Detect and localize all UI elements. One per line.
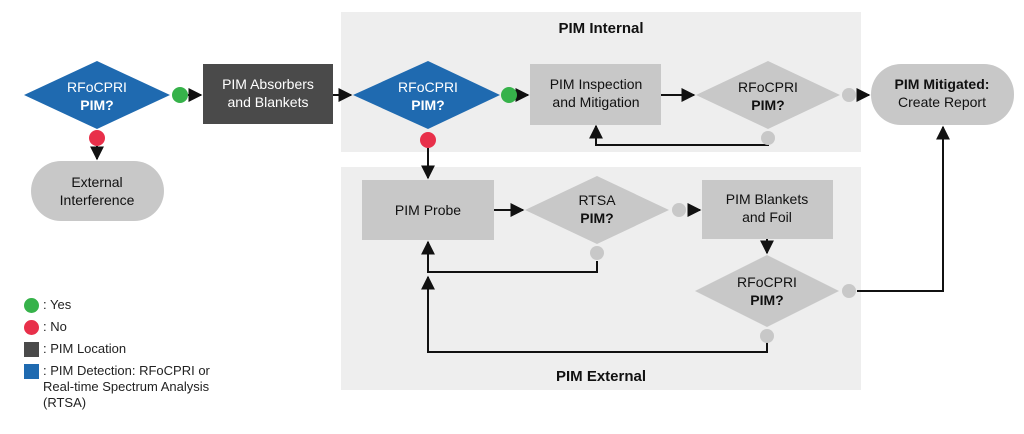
svg-text:PIM Inspection: PIM Inspection (550, 76, 643, 92)
yes-marker (172, 87, 188, 103)
yes-swatch (24, 298, 39, 313)
legend-item-location: : PIM Location (24, 341, 264, 357)
svg-text:and Blankets: and Blankets (228, 94, 309, 110)
decision-rfocpri-1: RFoCPRI PIM? (24, 61, 170, 129)
no-swatch (24, 320, 39, 335)
box-pim-probe: PIM Probe (362, 180, 494, 240)
svg-text:PIM?: PIM? (751, 97, 784, 113)
box-pim-inspection: PIM Inspection and Mitigation (530, 64, 661, 125)
arrow-rtsa-loop-probe (421, 240, 598, 273)
arrow-d5-mitigated (857, 125, 950, 292)
connectors (90, 88, 950, 353)
legend-label: : PIM Location (43, 341, 127, 356)
svg-text:RTSA: RTSA (578, 192, 616, 208)
svg-text:RFoCPRI: RFoCPRI (737, 274, 797, 290)
no-marker (89, 130, 105, 146)
legend-item-no: : No (24, 319, 264, 335)
pim-external-title: PIM External (556, 368, 646, 385)
svg-text:PIM Probe: PIM Probe (395, 202, 461, 218)
svg-text:and Foil: and Foil (742, 209, 792, 225)
legend-label: : No (43, 319, 67, 334)
legend-label: : Yes (43, 297, 72, 312)
svg-text:PIM Blankets: PIM Blankets (726, 191, 808, 207)
neutral-marker (760, 329, 774, 343)
arrow-d5-loop-probe (421, 275, 768, 353)
svg-text:RFoCPRI: RFoCPRI (738, 79, 798, 95)
svg-text:PIM?: PIM? (750, 292, 783, 308)
decision-rfocpri-5: RFoCPRI PIM? (695, 255, 839, 327)
svg-text:PIM Absorbers: PIM Absorbers (222, 76, 314, 92)
legend-label: : PIM Detection: RFoCPRI or Real-time Sp… (43, 363, 210, 410)
terminal-pim-mitigated: PIM Mitigated: Create Report (871, 64, 1014, 125)
legend-item-yes: : Yes (24, 297, 264, 313)
neutral-marker (761, 131, 775, 145)
neutral-marker (590, 246, 604, 260)
yes-marker (501, 87, 517, 103)
decision-rfocpri-2: RFoCPRI PIM? (353, 61, 500, 129)
svg-text:PIM?: PIM? (411, 97, 444, 113)
legend-item-detection: : PIM Detection: RFoCPRI or Real-time Sp… (24, 363, 238, 411)
no-marker (420, 132, 436, 148)
svg-text:RFoCPRI: RFoCPRI (67, 79, 127, 95)
svg-text:External: External (71, 174, 122, 190)
legend: : Yes : No : PIM Location : PIM Detectio… (24, 297, 264, 417)
svg-text:Create Report: Create Report (898, 94, 986, 110)
neutral-marker (842, 284, 856, 298)
location-swatch (24, 342, 39, 357)
decision-rfocpri-3: RFoCPRI PIM? (696, 61, 840, 129)
detection-swatch (24, 364, 39, 379)
terminal-external-interference: External Interference (31, 161, 164, 221)
svg-text:and Mitigation: and Mitigation (552, 94, 639, 110)
svg-text:PIM?: PIM? (580, 210, 613, 226)
svg-text:PIM?: PIM? (80, 97, 113, 113)
outcome-markers (89, 87, 856, 343)
svg-text:Interference: Interference (60, 192, 135, 208)
svg-text:RFoCPRI: RFoCPRI (398, 79, 458, 95)
box-pim-absorbers: PIM Absorbers and Blankets (203, 64, 333, 124)
box-pim-blankets-foil: PIM Blankets and Foil (702, 180, 833, 239)
neutral-marker (672, 203, 686, 217)
neutral-marker (842, 88, 856, 102)
decision-rtsa: RTSA PIM? (525, 176, 669, 244)
svg-text:PIM Mitigated:: PIM Mitigated: (895, 76, 990, 92)
pim-internal-title: PIM Internal (558, 20, 643, 37)
